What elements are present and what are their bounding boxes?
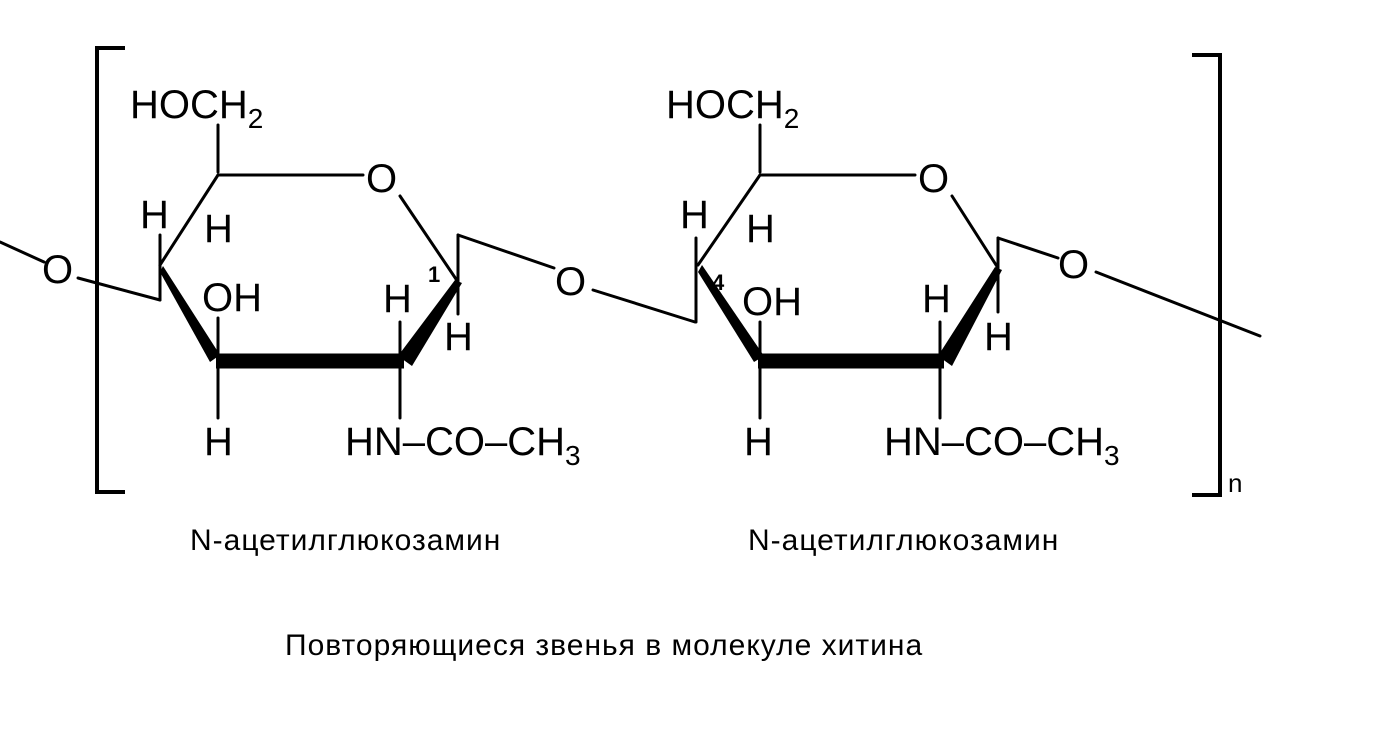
- unit-1-name: N-ацетилглюкозамин: [190, 524, 501, 557]
- unit-1: HOCH2 O H H OH H H HN–CO–CH3 1 H N-ацети…: [130, 83, 581, 557]
- h-c3: H: [744, 420, 773, 464]
- bond-c1-to-right-o: [996, 236, 1060, 260]
- h-c5: H: [204, 207, 233, 251]
- bond-c5-c4: [158, 173, 220, 267]
- wedge-c2-c1: [938, 267, 1002, 366]
- bond-c5-c4: [696, 173, 762, 267]
- bond-c1-to-bridge: [456, 233, 556, 270]
- locant-c1: 1: [428, 262, 440, 287]
- oh-label: OH: [742, 280, 802, 324]
- h-c1: H: [444, 315, 473, 359]
- h-c4-left: H: [140, 193, 169, 237]
- h-c2: H: [922, 277, 951, 321]
- ring-o-atom: O: [918, 157, 949, 201]
- h-c4-left: H: [680, 193, 709, 237]
- wedge-c2-c1: [398, 280, 462, 366]
- bond-left-o-c4: [76, 276, 162, 302]
- h-c5: H: [746, 207, 775, 251]
- bond-ringo-c1: [950, 194, 1000, 270]
- hoch2-label: HOCH2: [130, 83, 263, 134]
- bond-bridge-to-c4: [591, 288, 697, 324]
- acetamido-label: HN–CO–CH3: [884, 420, 1120, 471]
- bond-right-tail: [1094, 270, 1262, 338]
- h-c2: H: [383, 277, 412, 321]
- repeat-index: n: [1228, 468, 1242, 498]
- bridge-o-atom: O: [555, 260, 586, 304]
- wedge-c4-c3: [160, 266, 220, 362]
- h-c1: H: [984, 315, 1013, 359]
- wedge-c4-c3: [698, 265, 764, 362]
- hoch2-label: HOCH2: [666, 83, 799, 134]
- unit-2-name: N-ацетилглюкозамин: [748, 524, 1059, 557]
- right-bracket: [1192, 53, 1222, 497]
- acetamido-label: HN–CO–CH3: [345, 420, 581, 471]
- oh-label: OH: [202, 276, 262, 320]
- right-o-atom: O: [1058, 243, 1089, 287]
- bond-ringo-c1: [398, 194, 460, 284]
- locant-c4: 4: [712, 270, 725, 295]
- unit-2: HOCH2 O H H 4 OH H H HN–CO–CH3 H N-ацети…: [666, 83, 1120, 557]
- h-c3: H: [204, 420, 233, 464]
- bond-left-tail: [0, 240, 46, 264]
- left-bracket: [95, 46, 125, 494]
- figure-caption: Повторяющиеся звенья в молекуле хитина: [285, 629, 923, 662]
- left-o-atom: O: [42, 248, 73, 292]
- ring-o-atom: O: [366, 157, 397, 201]
